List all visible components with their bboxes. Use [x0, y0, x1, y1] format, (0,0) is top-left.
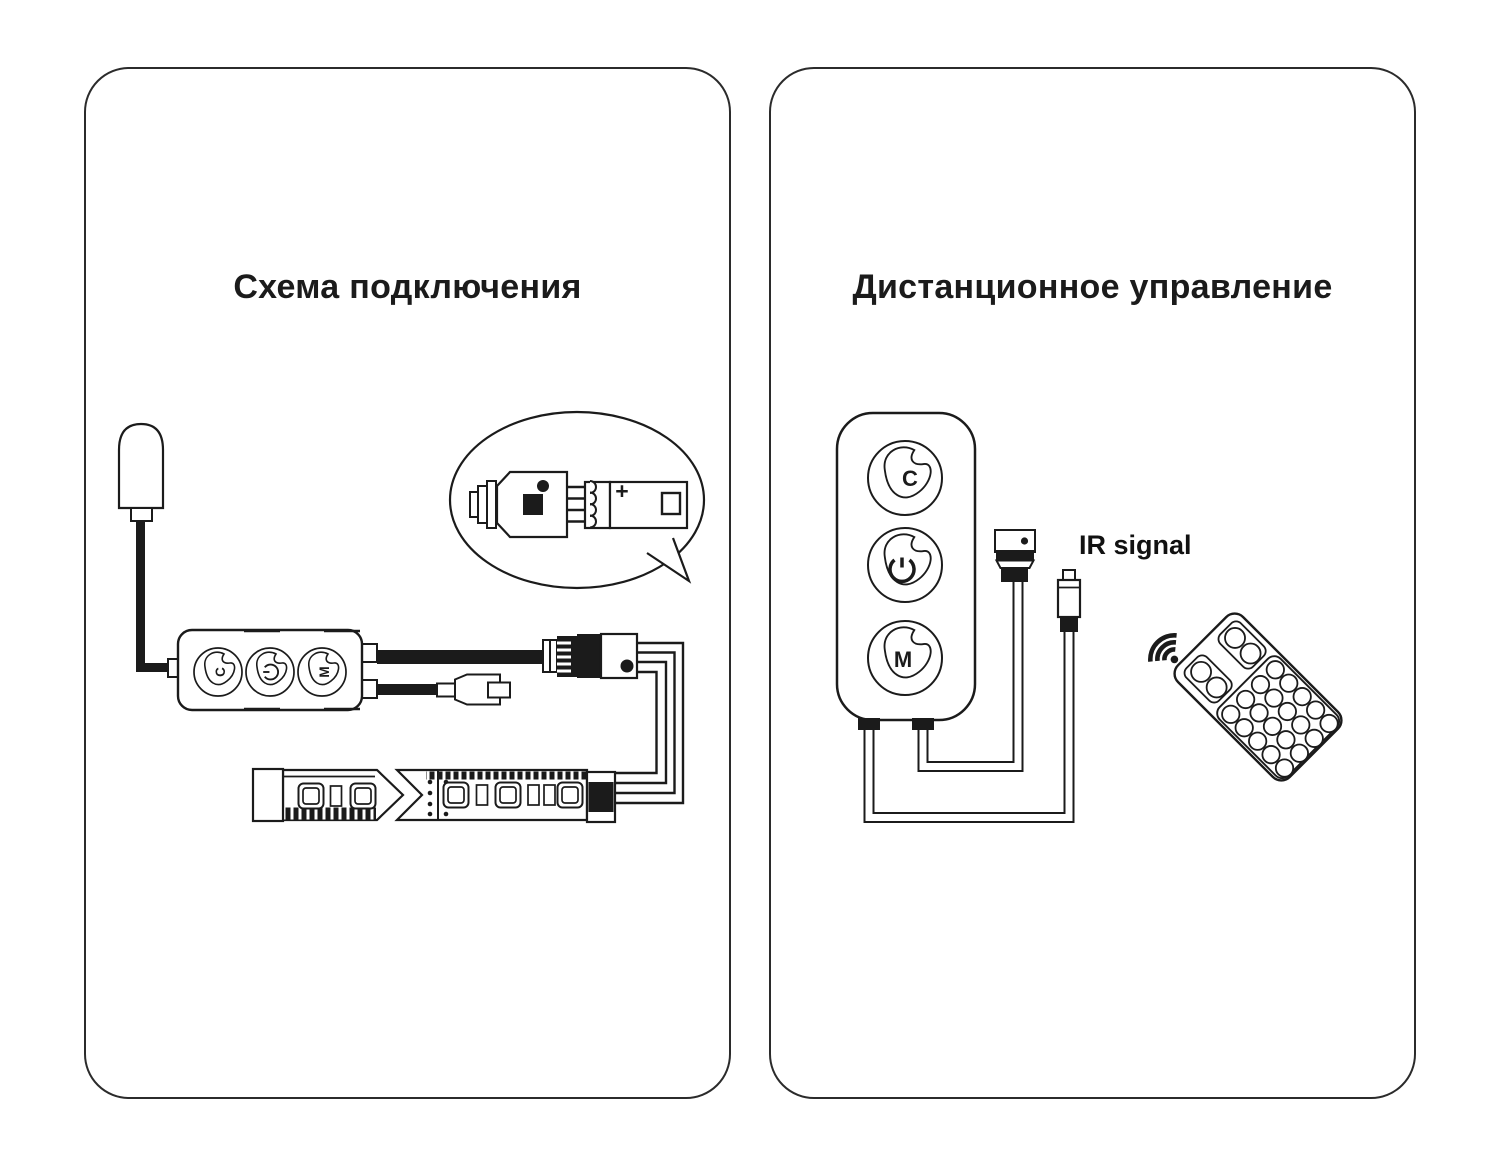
led-strip-segment-b: [394, 768, 617, 824]
controller-button-power: [245, 647, 295, 697]
connection-scheme-diagram: C M: [117, 410, 706, 824]
led-chips: [297, 782, 377, 810]
led-strip-segment-a: [251, 767, 405, 823]
controller-output-tab-top: [360, 643, 378, 663]
usb-power-plug: [117, 422, 165, 522]
ir-remote: [1173, 612, 1343, 782]
led-chips: [442, 781, 584, 809]
power-icon: [263, 663, 279, 681]
bubble-tail: [646, 537, 692, 584]
remote-control-panel: Дистанционное управление IR signal: [769, 67, 1416, 1099]
plug-dot-mark: [537, 480, 549, 492]
plus-label: +: [615, 478, 628, 504]
remote-control-title: Дистанционное управление: [852, 268, 1333, 306]
wire-to-usb-plug: [863, 625, 1075, 823]
controller-button-c: C: [193, 647, 243, 697]
usb-plug: [1056, 569, 1082, 632]
ir-receiver: [994, 529, 1036, 582]
strip-connector-plug: [542, 632, 639, 680]
receptacle-scallops: [589, 480, 597, 529]
button-label-m: M: [317, 666, 332, 677]
controller-tab-left: [858, 718, 880, 730]
controller-seams: [244, 629, 360, 711]
usb-wire: [377, 684, 438, 695]
remote-button-grid: [1216, 655, 1341, 780]
button-label-c: C: [902, 466, 918, 491]
controller-button-power: [867, 527, 943, 603]
remote-control-diagram: C M: [835, 411, 1343, 823]
four-wire-loop: [616, 641, 685, 805]
strip-receptacle: [583, 480, 612, 530]
controller-output-tab-bottom: [360, 679, 378, 699]
strip-end-cap: [251, 767, 285, 823]
connector-dot: [620, 659, 634, 673]
connection-scheme-title: Схема подключения: [233, 268, 582, 306]
controller-button-m: M: [297, 647, 347, 697]
power-wire: [377, 650, 545, 664]
ir-waves-icon: [1148, 633, 1179, 664]
controller-button-m: M: [867, 620, 943, 696]
power-cable: [136, 521, 170, 672]
strip-end-bar: [608, 480, 689, 530]
power-icon: [888, 557, 916, 584]
wire-to-ir-receiver: [917, 579, 1024, 772]
button-label-m: M: [894, 647, 912, 672]
button-label-c: C: [213, 667, 228, 677]
usb-connector-lead: [377, 673, 511, 706]
plug-pins: [567, 485, 586, 523]
controller-button-c: C: [867, 440, 943, 516]
controller-tab-right: [912, 718, 934, 730]
strip-led-outline: [660, 491, 682, 516]
inline-controller: C M: [167, 628, 378, 712]
plug-square-mark: [523, 494, 543, 515]
connection-scheme-panel: Схема подключения: [84, 67, 731, 1099]
usb-plug-tip: [487, 681, 511, 699]
ir-eye-dot: [1020, 537, 1029, 545]
remote-button-group-top: [1217, 620, 1267, 670]
ir-signal-label: IR signal: [1079, 530, 1192, 560]
callout-bubble: +: [448, 410, 706, 590]
remote-button-group-bottom: [1183, 654, 1233, 704]
remote-controller: C M: [835, 411, 977, 730]
strip-serration: [284, 807, 376, 820]
usb-plug-body: [1056, 578, 1082, 619]
strip-serration: [426, 771, 586, 780]
callout-connector-detail: +: [469, 470, 689, 539]
